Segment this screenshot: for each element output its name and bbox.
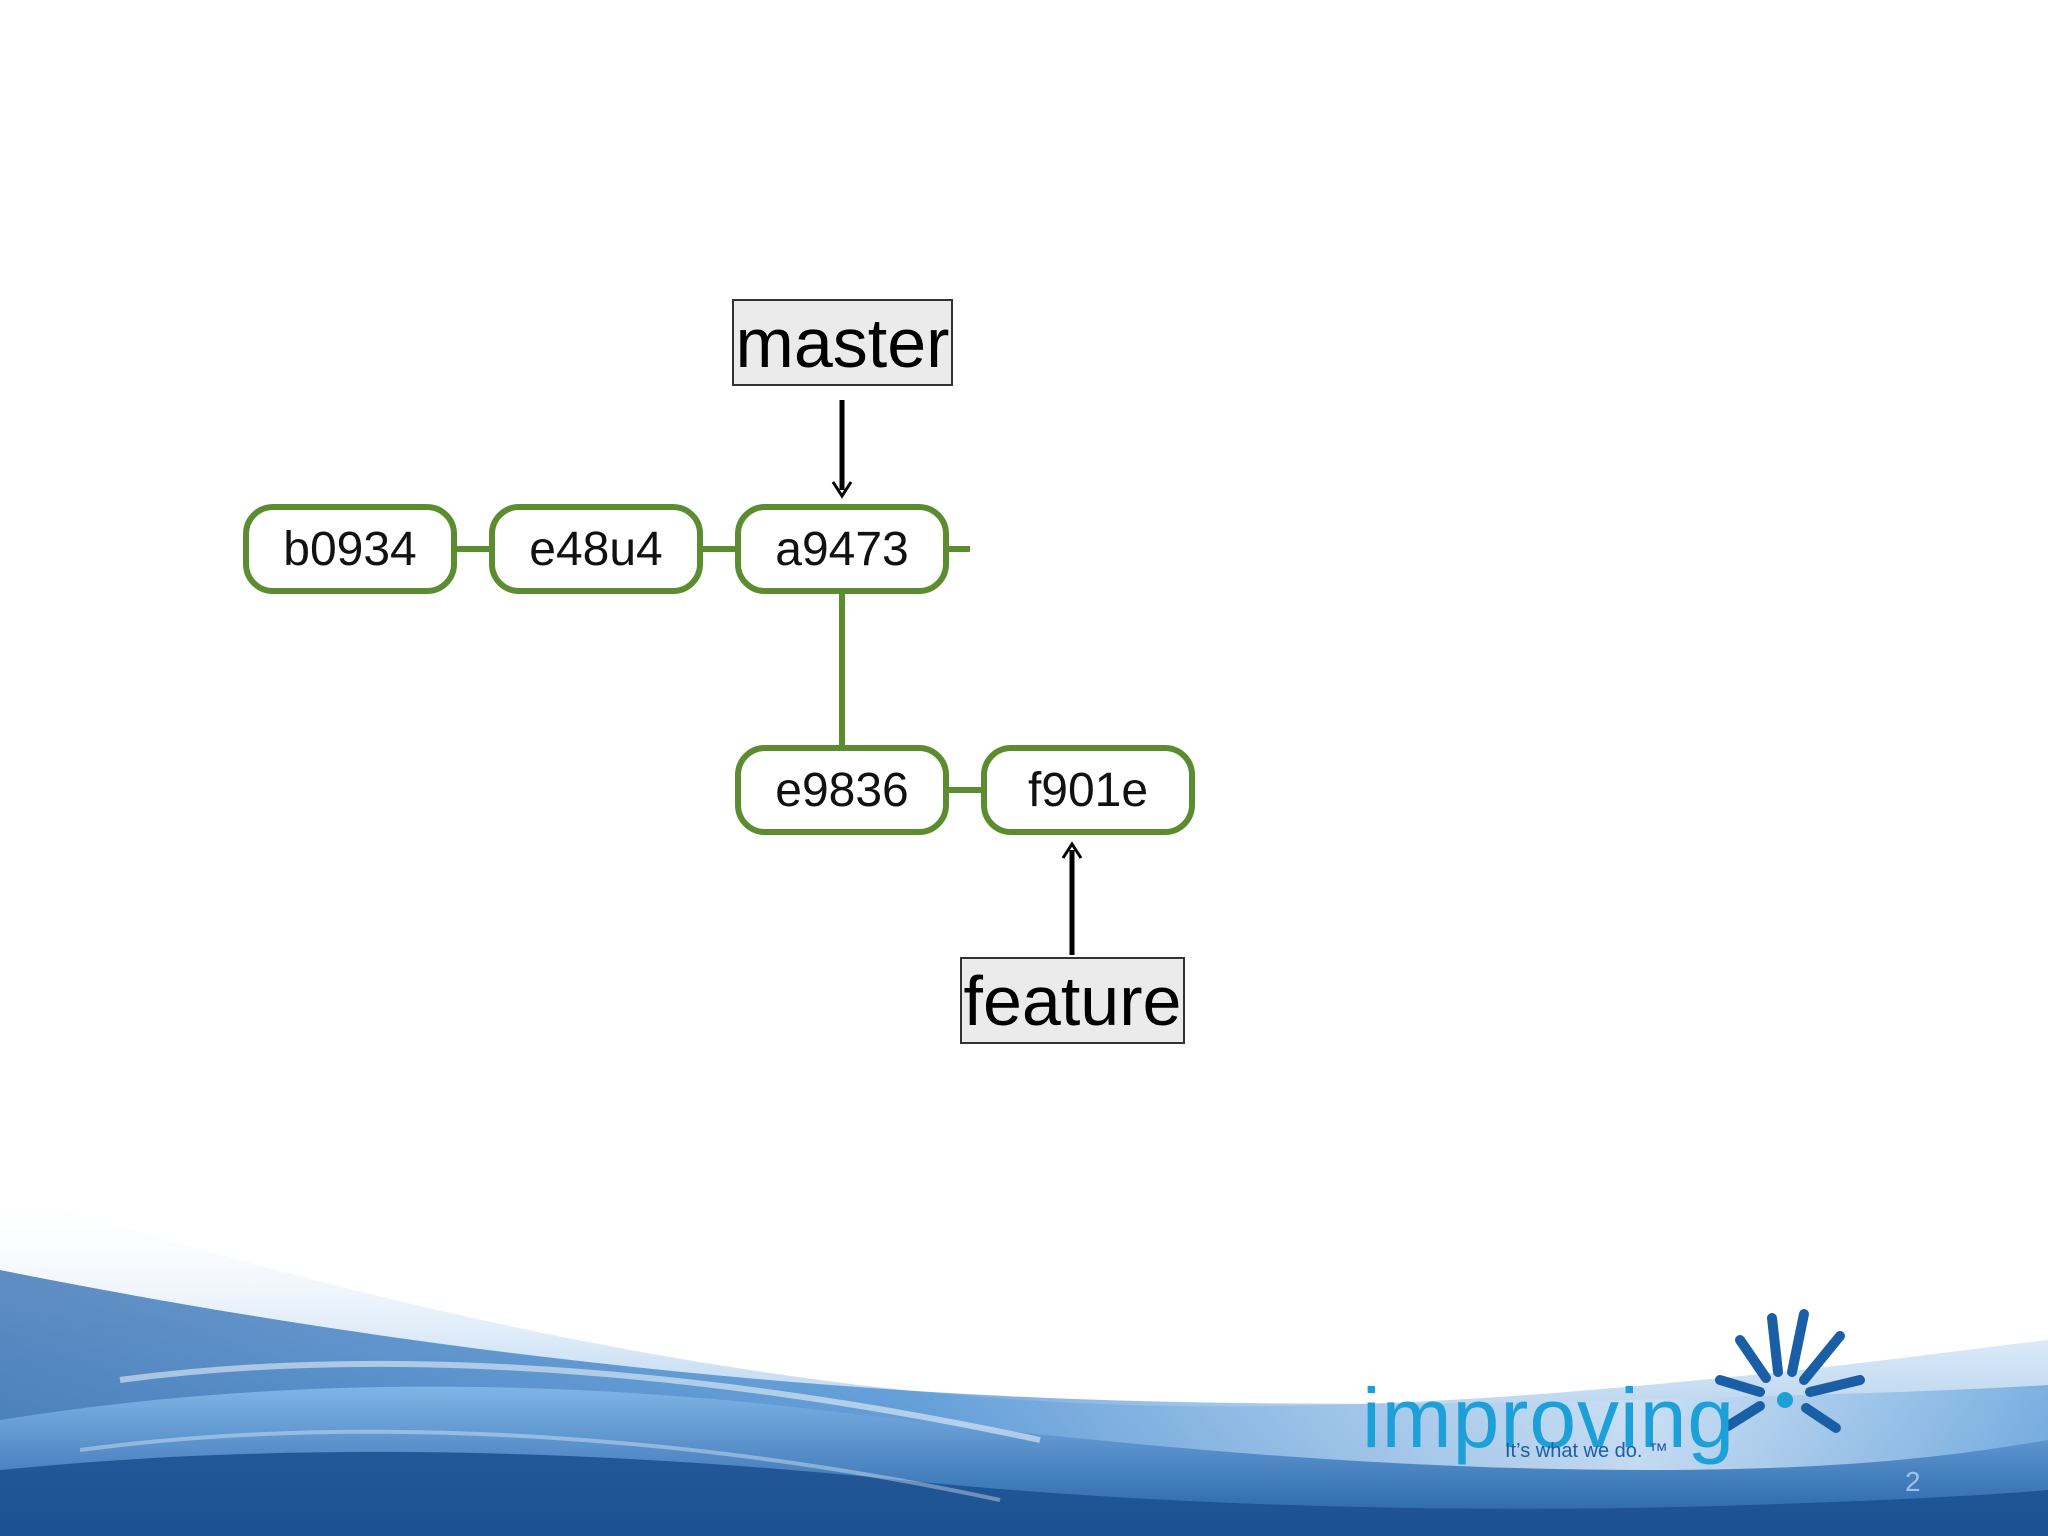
branch-label-feature: feature xyxy=(960,957,1185,1044)
logo-burst-icon xyxy=(1715,1309,1865,1433)
arrow-master-to-a9473 xyxy=(831,400,853,499)
commit-node-e9836: e9836 xyxy=(735,745,949,835)
commit-node-b0934: b0934 xyxy=(243,504,457,594)
logo-wordmark: improving xyxy=(1362,1371,1736,1465)
commit-node-e48u4: e48u4 xyxy=(489,504,703,594)
arrow-feature-to-f901e xyxy=(1061,841,1083,955)
page-number: 2 xyxy=(1905,1466,1921,1497)
branch-label-master: master xyxy=(732,299,953,386)
logo-tagline: It’s what we do. ™ xyxy=(1505,1440,1669,1462)
commit-node-f901e: f901e xyxy=(981,745,1195,835)
commit-node-a9473: a9473 xyxy=(735,504,949,594)
